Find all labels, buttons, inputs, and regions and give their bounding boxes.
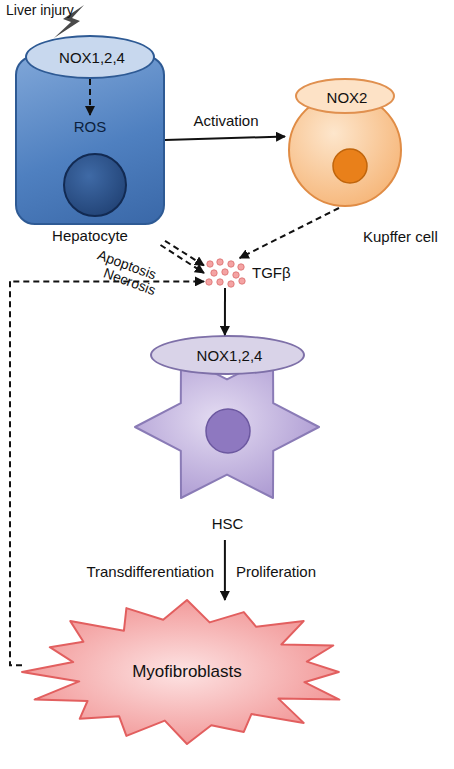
cell-node: Myofibroblasts: [22, 600, 352, 745]
solid-arrow: [165, 137, 285, 141]
cell-name: Myofibroblasts: [22, 662, 352, 682]
cell-body: [135, 356, 319, 498]
cytokine-dot: [217, 259, 223, 265]
nucleus: [63, 153, 127, 217]
cell-name: HSC: [135, 515, 320, 533]
process-label: Proliferation: [236, 563, 346, 581]
cell-node: NOX1,2,4: [25, 35, 155, 79]
cytokine-dot: [239, 278, 245, 284]
text-node: ROS: [60, 115, 120, 139]
cytokine-name: TGFβ: [252, 264, 307, 282]
cell-node: NOX1,2,4: [150, 335, 305, 375]
cytokine-dot: [233, 272, 239, 278]
dashed-arrow: [10, 281, 204, 665]
enzyme-name: NOX1,2,4: [27, 49, 157, 67]
cell-node: Hepatocyte NOX1,2,4ROS: [15, 35, 165, 245]
cell-node: HSC NOX1,2,4: [135, 335, 320, 540]
cell-node: TGFβ: [204, 258, 246, 288]
solid-arrow: [224, 288, 226, 335]
cytokine-dot: [211, 270, 217, 276]
nucleus: [206, 409, 250, 453]
solid-arrow: [224, 540, 226, 600]
enzyme-name: NOX1,2,4: [152, 347, 307, 365]
annotation: Liver injury: [6, 2, 96, 19]
cytokine-dots: [204, 258, 246, 288]
cell-name: Hepatocyte: [15, 227, 165, 245]
nucleus: [333, 149, 367, 183]
cytokine-dot: [228, 261, 234, 267]
edge-label: Transdifferentiation: [52, 563, 214, 581]
cell-node: NOX2: [295, 78, 395, 114]
enzyme-name: NOX2: [297, 89, 397, 107]
cytokine-dot: [228, 281, 234, 287]
edge-label: Activation: [190, 112, 262, 130]
cell-name: Kupffer cell: [363, 228, 454, 246]
cytokine-dot: [222, 269, 228, 275]
dashed-arrow: [165, 241, 204, 266]
dashed-arrow: [161, 245, 205, 273]
dashed-arrow: [240, 208, 339, 258]
ros-label: ROS: [60, 118, 120, 136]
cell-node: Kupffer cellNOX2: [285, 78, 405, 208]
cytokine-dot: [206, 279, 212, 285]
cytokine-dot: [238, 264, 244, 270]
cytokine-dot: [207, 261, 213, 267]
cytokine-dot: [217, 279, 223, 285]
